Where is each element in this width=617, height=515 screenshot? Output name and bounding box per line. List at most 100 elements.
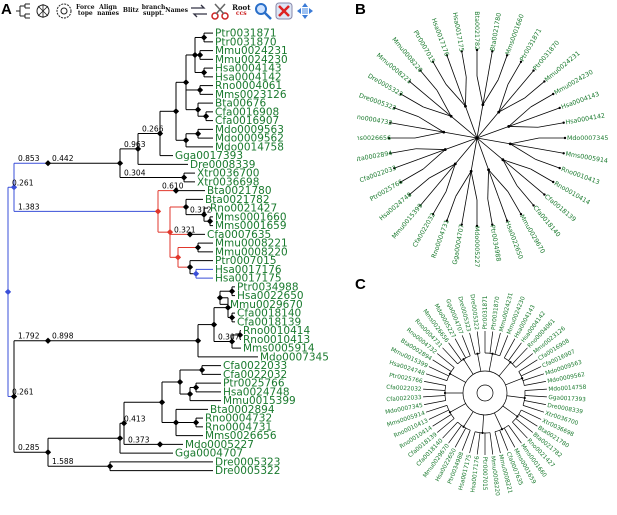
move-arrows-icon[interactable] bbox=[296, 1, 314, 21]
leaf-label: Dre0005322 bbox=[215, 465, 280, 477]
branch-line bbox=[446, 55, 457, 80]
delete-x-icon[interactable] bbox=[275, 1, 293, 21]
branch-line bbox=[502, 405, 518, 417]
branch-line bbox=[488, 353, 493, 372]
leaf-label: Rno0004732 bbox=[205, 413, 272, 425]
branch-line bbox=[461, 335, 471, 356]
tree-node bbox=[116, 435, 124, 442]
support-value: 0.413 bbox=[124, 414, 146, 423]
branch-line bbox=[518, 414, 538, 427]
branch-line bbox=[418, 116, 444, 133]
root-button[interactable]: Root ccs bbox=[232, 1, 251, 21]
leaf-label: Ptr0031870 bbox=[491, 296, 501, 331]
tree-node bbox=[543, 193, 546, 196]
branch-line bbox=[476, 111, 500, 139]
branch-line bbox=[508, 116, 536, 127]
leaf-label: Mdo0009563 bbox=[215, 124, 284, 136]
branch-line bbox=[522, 405, 545, 413]
tree-node bbox=[558, 106, 561, 110]
leaf-label: Ptr0031870 bbox=[215, 36, 277, 48]
tree-node bbox=[497, 110, 501, 114]
branch-line bbox=[443, 131, 478, 139]
support-value: 1.588 bbox=[52, 457, 74, 466]
branch-line bbox=[506, 395, 525, 399]
tree-node bbox=[475, 136, 479, 140]
search-icon[interactable] bbox=[254, 1, 272, 21]
leaf-label: Hsa0017176 bbox=[470, 455, 481, 493]
branch-line bbox=[414, 131, 444, 139]
branch-line bbox=[499, 430, 509, 451]
tree-node bbox=[419, 69, 422, 72]
leaf-label: Dre0008339 bbox=[190, 159, 255, 171]
tree-node bbox=[491, 352, 494, 355]
branch-line bbox=[390, 148, 417, 154]
leaf-label: Bta0002894 bbox=[357, 150, 393, 164]
tree-node bbox=[180, 174, 188, 181]
tree-node bbox=[469, 169, 473, 173]
branch-line bbox=[454, 427, 467, 448]
tree-node bbox=[202, 113, 210, 120]
support-value: 0.963 bbox=[124, 140, 146, 149]
tree-toolbar: Force tope Align names Blitz branch supp… bbox=[14, 0, 314, 22]
blitz-button[interactable]: Blitz bbox=[122, 7, 139, 14]
branch-line bbox=[390, 122, 417, 128]
tree-node bbox=[198, 366, 206, 374]
tree-node bbox=[487, 168, 490, 172]
branch-line bbox=[535, 107, 560, 118]
branch-line bbox=[503, 427, 516, 448]
leaf-label: Mdo0005227 bbox=[473, 226, 480, 267]
names-button[interactable]: Names bbox=[165, 7, 188, 14]
tree-node bbox=[194, 106, 202, 113]
leaf-label: Mmu0015399 bbox=[223, 395, 296, 407]
branch-line bbox=[476, 432, 481, 455]
panel-label-b: B bbox=[355, 1, 366, 18]
force-tope-button[interactable]: Force tope bbox=[76, 4, 95, 17]
branch-line bbox=[437, 353, 455, 368]
phylogram-icon[interactable] bbox=[14, 1, 32, 21]
support-value: 0.261 bbox=[12, 387, 34, 396]
tree-node bbox=[182, 203, 190, 211]
tree-node bbox=[500, 428, 504, 431]
branch-line bbox=[461, 430, 471, 451]
branch-line bbox=[498, 84, 509, 113]
branch-line bbox=[508, 106, 531, 127]
branch-line bbox=[449, 403, 466, 413]
align-names-button[interactable]: Align names bbox=[97, 4, 119, 17]
tree-node bbox=[448, 411, 452, 414]
branch-line bbox=[469, 332, 476, 355]
branch-line bbox=[424, 381, 446, 386]
leaf-label: Mms0005914 bbox=[243, 343, 315, 355]
tree-node bbox=[558, 166, 561, 170]
leaf-label: Cfa0018140 bbox=[237, 308, 301, 320]
leaf-label: Hsa0022650 bbox=[504, 220, 524, 260]
branch-line bbox=[512, 347, 528, 365]
tree-node bbox=[563, 136, 567, 140]
branch-support-button[interactable]: branch suppt. bbox=[141, 4, 166, 17]
leaf-label: Bta0021780 bbox=[207, 185, 272, 197]
leaf-label: Bta00676 bbox=[215, 98, 266, 110]
tree-node bbox=[389, 121, 392, 124]
tree-node bbox=[186, 390, 194, 398]
branch-line bbox=[482, 414, 484, 433]
branch-line bbox=[454, 338, 467, 359]
tree-node bbox=[501, 158, 505, 162]
branch-line bbox=[510, 143, 539, 150]
leaf-label: Rno0004732 bbox=[357, 113, 393, 127]
circular-tree-icon[interactable] bbox=[55, 1, 73, 21]
branch-line bbox=[497, 55, 508, 80]
leaf-label: Rno0004731 bbox=[205, 421, 272, 433]
branch-line bbox=[510, 143, 536, 160]
tree-node bbox=[186, 264, 194, 271]
cut-scissors-icon[interactable] bbox=[210, 1, 229, 21]
branch-line bbox=[423, 106, 452, 117]
branch-line bbox=[432, 414, 452, 427]
branch-line bbox=[463, 411, 474, 427]
leaf-label: Ptr0007015 bbox=[215, 255, 277, 267]
branch-line bbox=[537, 122, 564, 128]
branch-line bbox=[499, 335, 509, 356]
swap-icon[interactable] bbox=[190, 1, 208, 21]
branch-line bbox=[515, 353, 533, 368]
leaf-label: Hsa0017176 bbox=[430, 17, 450, 57]
branch-line bbox=[507, 191, 522, 215]
radial-tree-icon[interactable] bbox=[35, 1, 53, 21]
